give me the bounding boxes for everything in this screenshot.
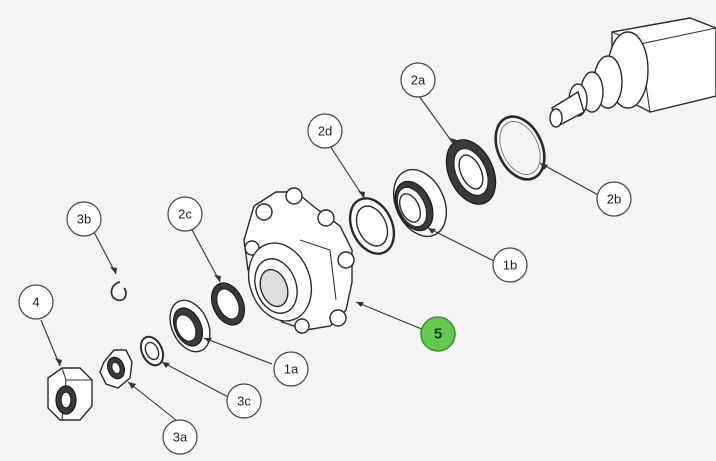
callout-4: 4 <box>18 284 54 320</box>
hub-5 <box>243 187 355 334</box>
callout-2c: 2c <box>167 196 203 232</box>
callout-label-3a: 3a <box>173 430 188 445</box>
callout-label-3c: 3c <box>237 394 251 409</box>
callout-2a: 2a <box>400 62 436 98</box>
spindle-axle <box>549 17 716 128</box>
seal-ring-2d <box>348 197 396 255</box>
callout-label-1a: 1a <box>284 362 299 377</box>
callout-2d: 2d <box>307 113 343 149</box>
callout-3a: 3a <box>162 419 198 455</box>
callout-label-2d: 2d <box>318 124 332 139</box>
seal-2c <box>210 282 246 326</box>
clip-3b <box>110 281 127 302</box>
callout-1b: 1b <box>492 247 528 283</box>
callout-label-2b: 2b <box>607 192 621 207</box>
bearing-1a <box>169 299 211 353</box>
washer-3c <box>139 335 165 367</box>
bearing-1b <box>392 168 448 238</box>
callout-label-5: 5 <box>434 326 442 343</box>
hub-cap-4 <box>47 367 93 421</box>
callout-label-4: 4 <box>32 295 39 310</box>
callout-label-3b: 3b <box>77 212 91 227</box>
seal-2a <box>445 139 497 205</box>
callout-2b: 2b <box>596 181 632 217</box>
callout-5: 5 <box>420 316 456 352</box>
leader-lines <box>40 95 601 421</box>
callout-3c: 3c <box>226 383 262 419</box>
snap-ring-2b <box>494 115 546 181</box>
callout-label-2a: 2a <box>411 73 426 88</box>
callout-3b: 3b <box>66 201 102 237</box>
callout-label-2c: 2c <box>178 207 192 222</box>
callout-label-1b: 1b <box>503 258 517 273</box>
callout-1a: 1a <box>273 351 309 387</box>
nut-3a <box>99 349 133 389</box>
